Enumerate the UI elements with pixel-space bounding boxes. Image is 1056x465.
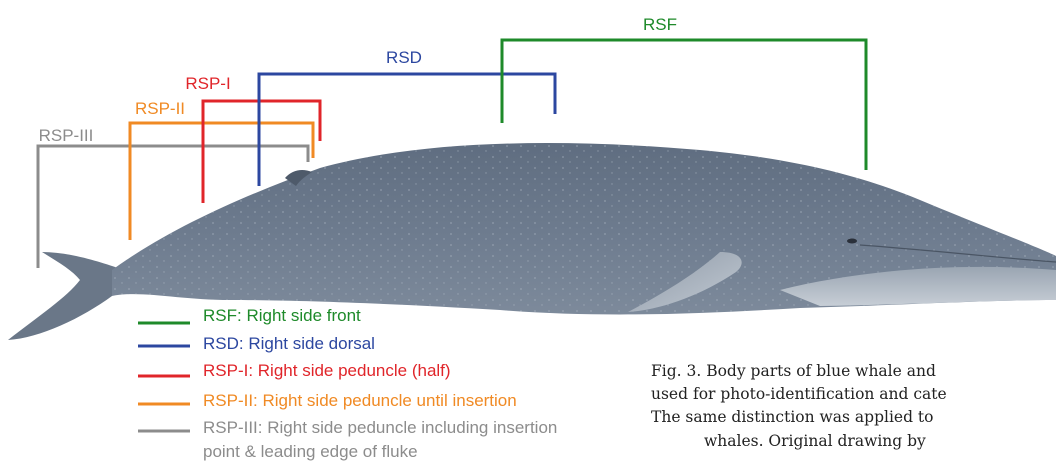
label-rsd: RSD (386, 48, 422, 67)
caption-line-1: Fig. 3. Body parts of blue whale and (651, 362, 936, 380)
label-rsf: RSF (643, 15, 677, 34)
blue-whale-illustration (8, 143, 1056, 340)
legend-label-rsp3-line2: point & leading edge of fluke (203, 442, 418, 461)
legend-label-rsf: RSF: Right side front (203, 306, 361, 325)
legend-label-rsp2: RSP-II: Right side peduncle until insert… (203, 391, 517, 410)
caption-line-2: used for photo-identification and cate (651, 385, 947, 403)
label-rsp3: RSP-III (39, 126, 94, 145)
whale-eye (847, 239, 857, 244)
legend-label-rsp3-line1: RSP-III: Right side peduncle including i… (203, 418, 557, 437)
legend-label-rsd: RSD: Right side dorsal (203, 334, 375, 353)
legend-label-rsp1: RSP-I: Right side peduncle (half) (203, 361, 451, 380)
label-rsp1: RSP-I (185, 74, 230, 93)
caption-line-3: The same distinction was applied to (651, 408, 934, 426)
legend: RSF: Right side front RSD: Right side do… (138, 306, 557, 461)
caption-line-4: whales. Original drawing by (704, 432, 926, 450)
whale-fluke (8, 252, 118, 340)
label-rsp2: RSP-II (135, 99, 185, 118)
figure-caption: Fig. 3. Body parts of blue whale and use… (651, 362, 947, 450)
